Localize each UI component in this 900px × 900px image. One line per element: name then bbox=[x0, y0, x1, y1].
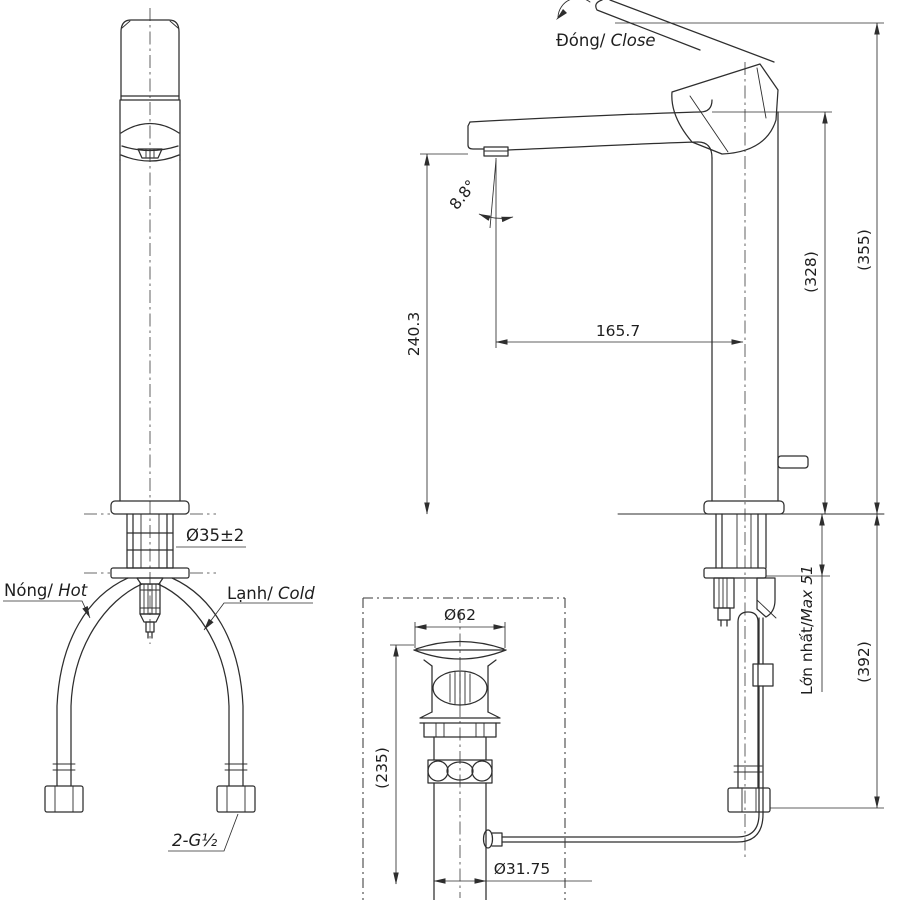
drain-barrel bbox=[431, 665, 489, 713]
front-view: Ø35±2 Nóng/ Hot Lạnh/ Cold 2-G½ bbox=[3, 8, 315, 852]
dim-328: (328) bbox=[712, 111, 832, 515]
cold-hose-nut bbox=[216, 785, 256, 813]
side-mounting-flange bbox=[617, 500, 885, 515]
dim-height-spout-top: (328) bbox=[802, 251, 820, 293]
drain-collar bbox=[419, 711, 501, 761]
dim-355: (355) bbox=[615, 22, 884, 515]
front-supply-hoses bbox=[44, 577, 256, 813]
front-handle bbox=[120, 19, 180, 101]
hot-leader-arrow bbox=[82, 606, 90, 618]
side-view: Đóng/ Close bbox=[405, 0, 885, 858]
drain-ball-joint bbox=[427, 759, 493, 784]
front-annotations: Ø35±2 Nóng/ Hot Lạnh/ Cold 2-G½ bbox=[3, 526, 315, 852]
dim-165: 165.7 bbox=[495, 322, 744, 345]
side-body bbox=[711, 111, 779, 502]
front-hose-boss bbox=[136, 577, 164, 639]
side-shank bbox=[715, 513, 767, 569]
front-spout bbox=[119, 99, 181, 162]
side-supply-hose bbox=[727, 611, 771, 813]
dim-overall-height: (355) bbox=[855, 229, 873, 271]
drain-boundary-box bbox=[362, 597, 566, 900]
drain-unit: Ø62 bbox=[362, 597, 592, 900]
front-mounting-flange bbox=[84, 500, 216, 515]
pivot-pin bbox=[482, 829, 503, 849]
motion-arc-arrow bbox=[556, 9, 567, 20]
label-hot: Nóng/ Hot bbox=[4, 581, 88, 600]
side-mounting-nut bbox=[713, 577, 735, 627]
dim-62: Ø62 bbox=[414, 606, 506, 648]
dim-spout-angle: 8.8° bbox=[446, 177, 480, 214]
dim-tailpiece-diameter: Ø31.75 bbox=[494, 860, 551, 878]
hot-hose-nut bbox=[44, 785, 84, 813]
side-spout-body bbox=[467, 99, 809, 502]
front-body bbox=[119, 159, 181, 502]
label-cold: Lạnh/ Cold bbox=[227, 584, 315, 603]
side-handle-lever bbox=[556, 0, 779, 155]
side-hose-nut bbox=[727, 787, 771, 813]
overflow-window bbox=[432, 670, 488, 706]
label-close: Đóng/ Close bbox=[556, 31, 656, 50]
dim-235: (235) bbox=[373, 644, 414, 885]
drain-tailpiece bbox=[433, 782, 503, 900]
side-aerator bbox=[483, 146, 509, 157]
label-shank-diameter: Ø35±2 bbox=[186, 526, 244, 545]
dim-392: (392) bbox=[770, 513, 884, 809]
hot-leader bbox=[3, 600, 91, 619]
dim-below-deck-total: (392) bbox=[855, 641, 873, 683]
dim-max-deck: Lớn nhất/Max 51 bbox=[766, 513, 830, 695]
cold-leader-arrow bbox=[204, 618, 214, 630]
dim-3175: Ø31.75 bbox=[433, 860, 592, 884]
angle-annotation: 8.8° bbox=[446, 158, 514, 348]
popup-rod-knob bbox=[777, 455, 809, 469]
handle-motion-arc bbox=[557, 0, 591, 18]
label-supply-thread: 2-G½ bbox=[172, 831, 217, 850]
front-aerator bbox=[137, 148, 163, 159]
cold-leader bbox=[203, 602, 313, 631]
dim-max-deck-label: Lớn nhất/Max 51 bbox=[798, 565, 816, 695]
dim-drain-length: (235) bbox=[373, 747, 391, 789]
drain-cap bbox=[413, 640, 507, 667]
thread-leader bbox=[168, 813, 239, 852]
dim-flange-diameter: Ø62 bbox=[444, 606, 476, 624]
handle-base bbox=[671, 63, 779, 155]
side-fixing-plate bbox=[703, 567, 767, 579]
popup-rod-assembly bbox=[501, 577, 777, 843]
dim-spout-height: 240.3 bbox=[405, 312, 423, 356]
dim-spout-reach: 165.7 bbox=[596, 322, 640, 340]
dim-240: 240.3 bbox=[405, 153, 468, 515]
